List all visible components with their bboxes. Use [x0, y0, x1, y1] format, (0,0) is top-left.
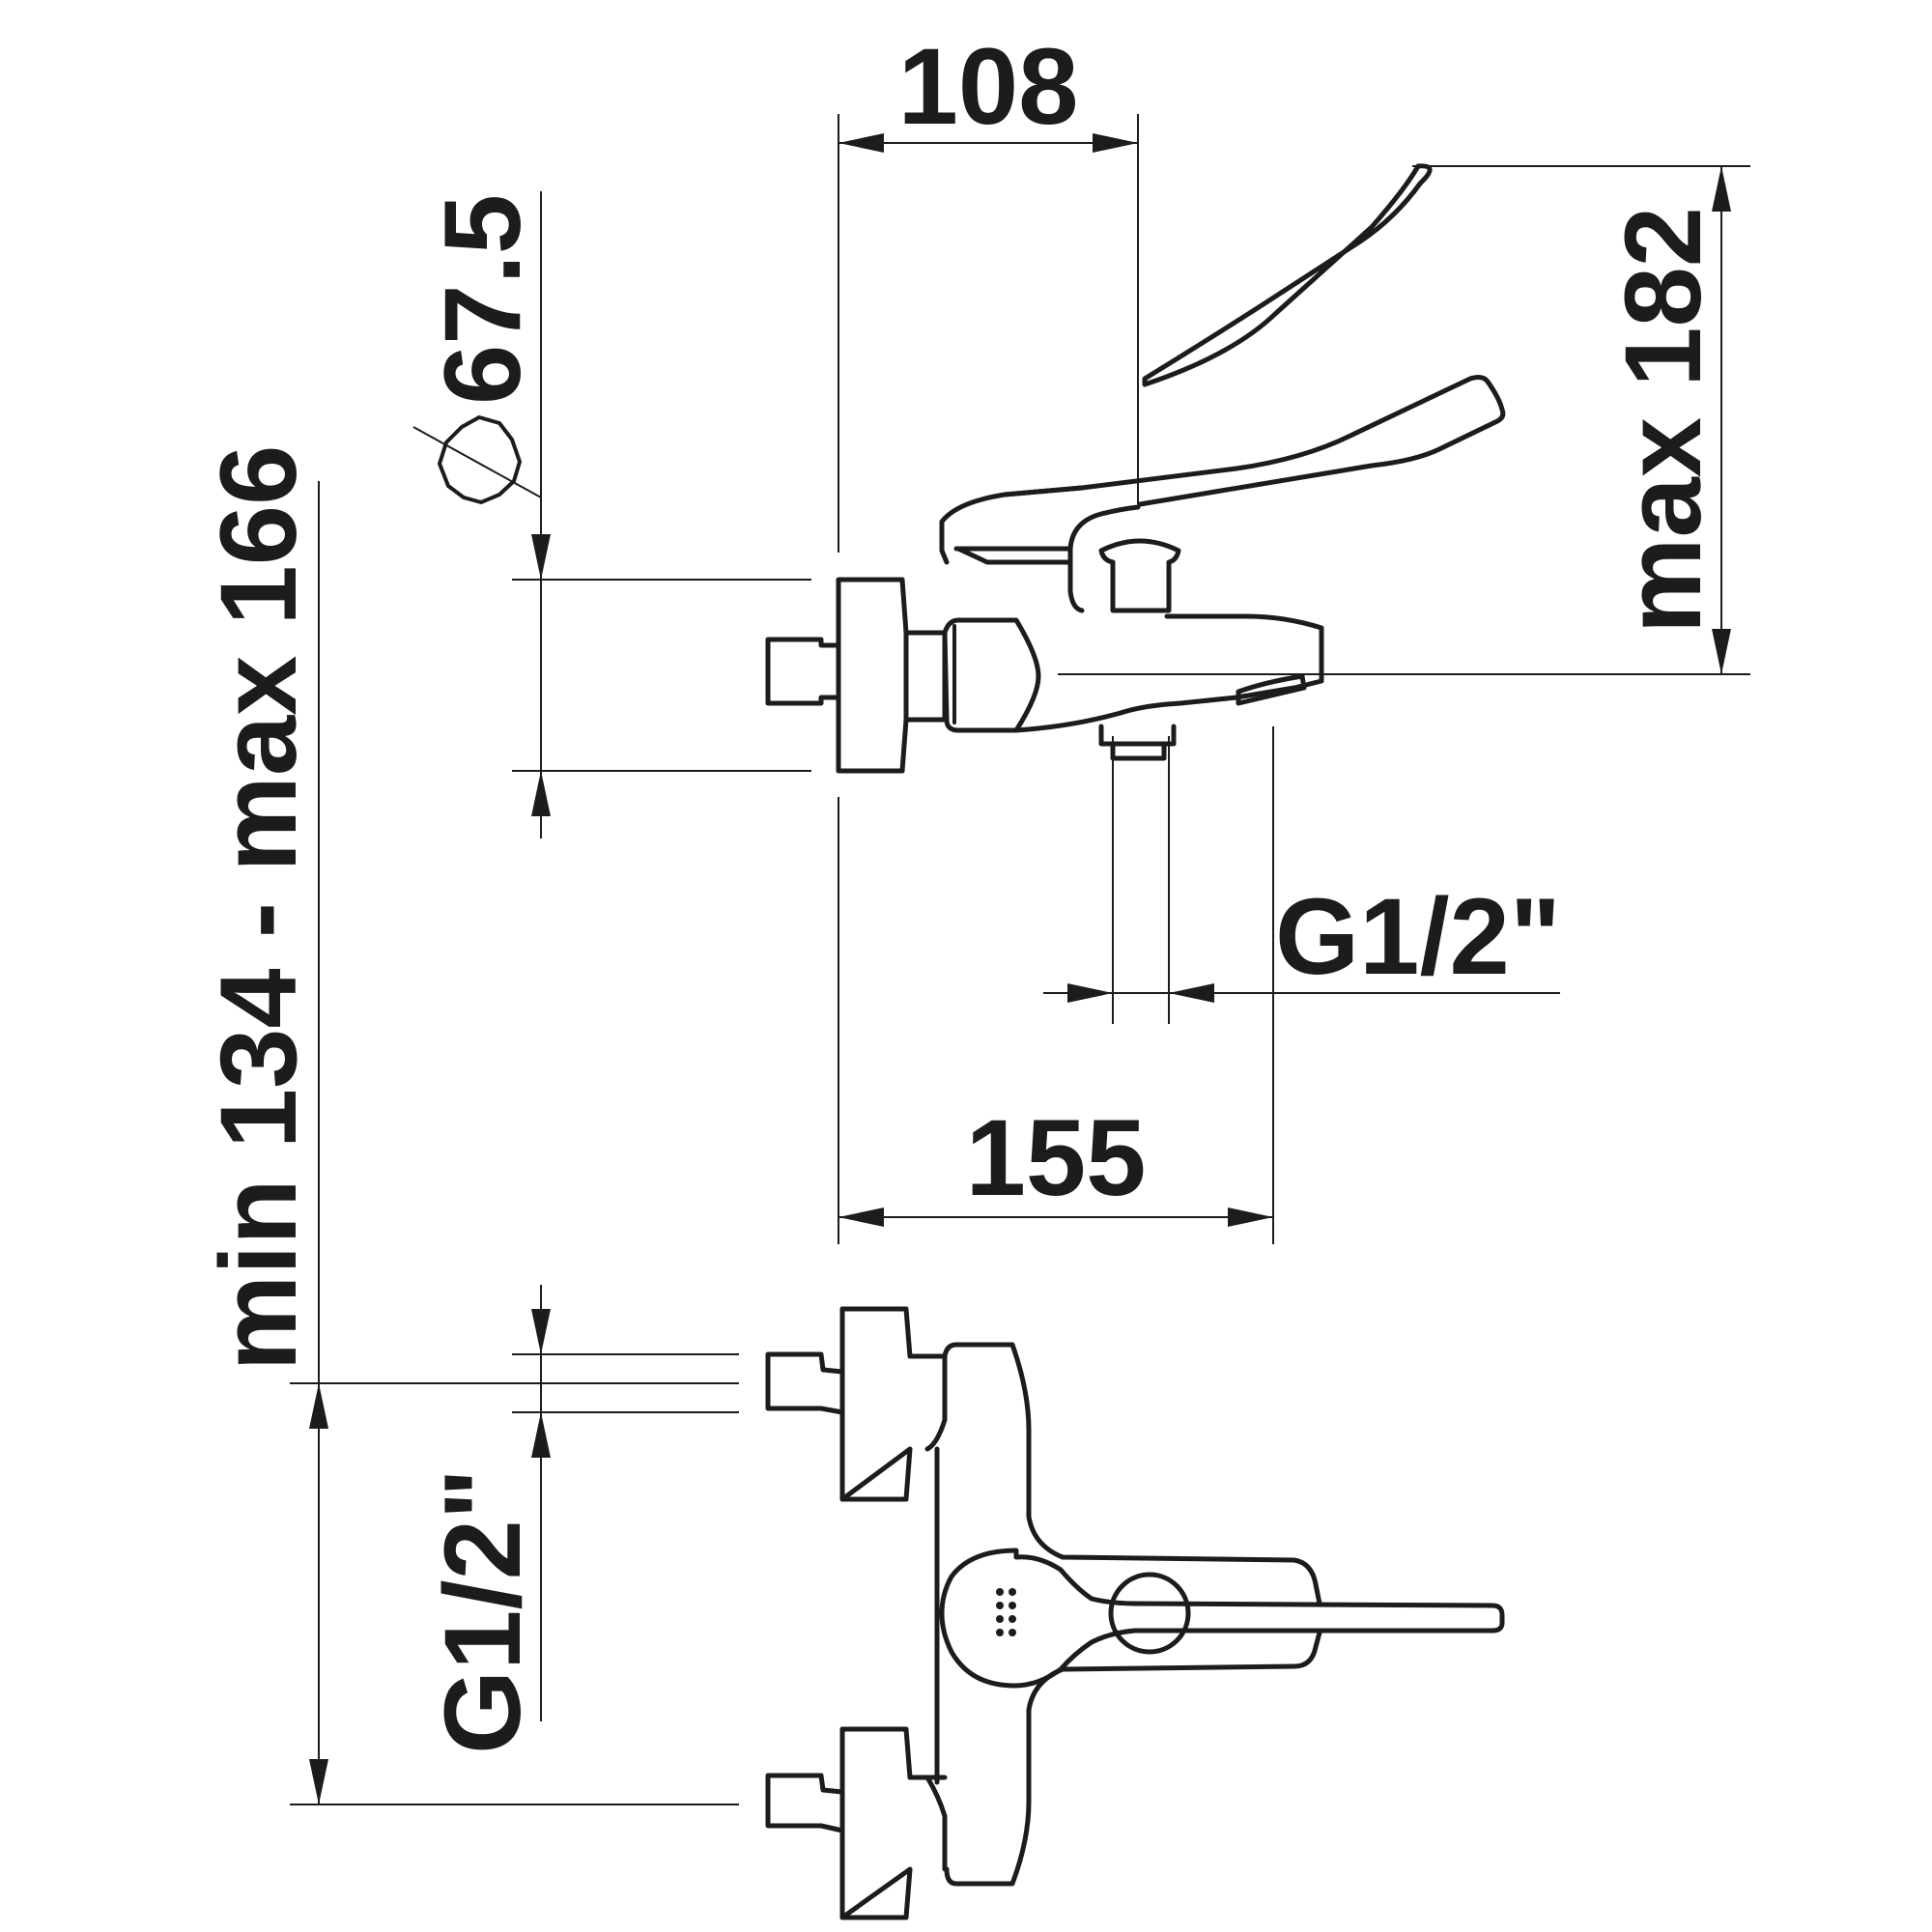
body-top-joint	[924, 1353, 948, 1452]
handle-base	[939, 485, 1085, 565]
arrowhead-right	[1093, 133, 1138, 153]
spout	[1013, 613, 1324, 733]
dimension-g1-2-upper-label: G1/2"	[1275, 876, 1561, 997]
diameter-symbol-icon	[412, 415, 542, 504]
arrowhead-bottom	[531, 771, 551, 816]
arrowhead-bottom	[309, 1759, 328, 1804]
arrowhead-left	[1067, 983, 1113, 1003]
arrowhead-right	[1169, 983, 1214, 1003]
dimension-range: min 134 - max 166	[198, 445, 739, 1805]
dimension-108: 108	[838, 26, 1139, 553]
handle-lever-front	[939, 1548, 1505, 1689]
dimension-g1-2-lower-label: G1/2"	[422, 1468, 543, 1754]
dimension-155-label: 155	[966, 1097, 1147, 1218]
mixer-body-front	[942, 1342, 1322, 1887]
diverter-lever	[1236, 673, 1307, 706]
diameter-slash	[412, 426, 542, 498]
dimension-g1-2-lower: G1/2"	[422, 1285, 739, 1754]
mixer-body	[942, 617, 1041, 733]
dimension-g1-2-upper: G1/2"	[1043, 736, 1561, 1024]
dimension-range-label: min 134 - max 166	[198, 445, 319, 1372]
faucet-front-view	[765, 1306, 1505, 1920]
body-bottom-joint	[924, 1775, 948, 1872]
arrowhead-top	[531, 534, 551, 580]
arrowhead-top	[531, 1309, 551, 1354]
dimension-max-182: max 182	[1058, 165, 1750, 675]
arrowhead-top	[1712, 166, 1731, 212]
dimension-155: 155	[838, 726, 1274, 1244]
faucet-side-view	[765, 163, 1506, 774]
inlet-connector	[765, 637, 841, 706]
wall-flange-bottom	[839, 1726, 948, 1920]
diameter-polygon	[438, 415, 522, 504]
arrowhead-right	[1228, 1208, 1273, 1227]
diverter-knob-front	[1108, 1572, 1191, 1655]
cartridge-housing	[1067, 504, 1141, 613]
diverter-knob	[1098, 538, 1181, 613]
handle-lever-open	[1142, 163, 1433, 387]
inlet-connector-top	[765, 1351, 845, 1415]
inlet-connector-bottom	[765, 1773, 845, 1833]
connector-neck	[903, 630, 948, 723]
arrowhead-bottom	[531, 1412, 551, 1458]
dimension-182-label: max 182	[1603, 207, 1723, 634]
temperature-mark-icon	[996, 1588, 1016, 1636]
dimension-67-5-label: 67.5	[422, 194, 543, 405]
arrowhead-top	[309, 1383, 328, 1429]
wall-flange	[836, 577, 909, 774]
arrowhead-left	[838, 1208, 884, 1227]
dimension-108-label: 108	[898, 26, 1079, 147]
arrowhead-left	[838, 133, 884, 153]
handle-lever-closed	[1002, 375, 1506, 507]
dimension-67-5: 67.5	[412, 191, 811, 838]
arrowhead-bottom	[1712, 629, 1731, 674]
wall-flange-top	[839, 1306, 948, 1502]
aerator	[1098, 724, 1177, 761]
